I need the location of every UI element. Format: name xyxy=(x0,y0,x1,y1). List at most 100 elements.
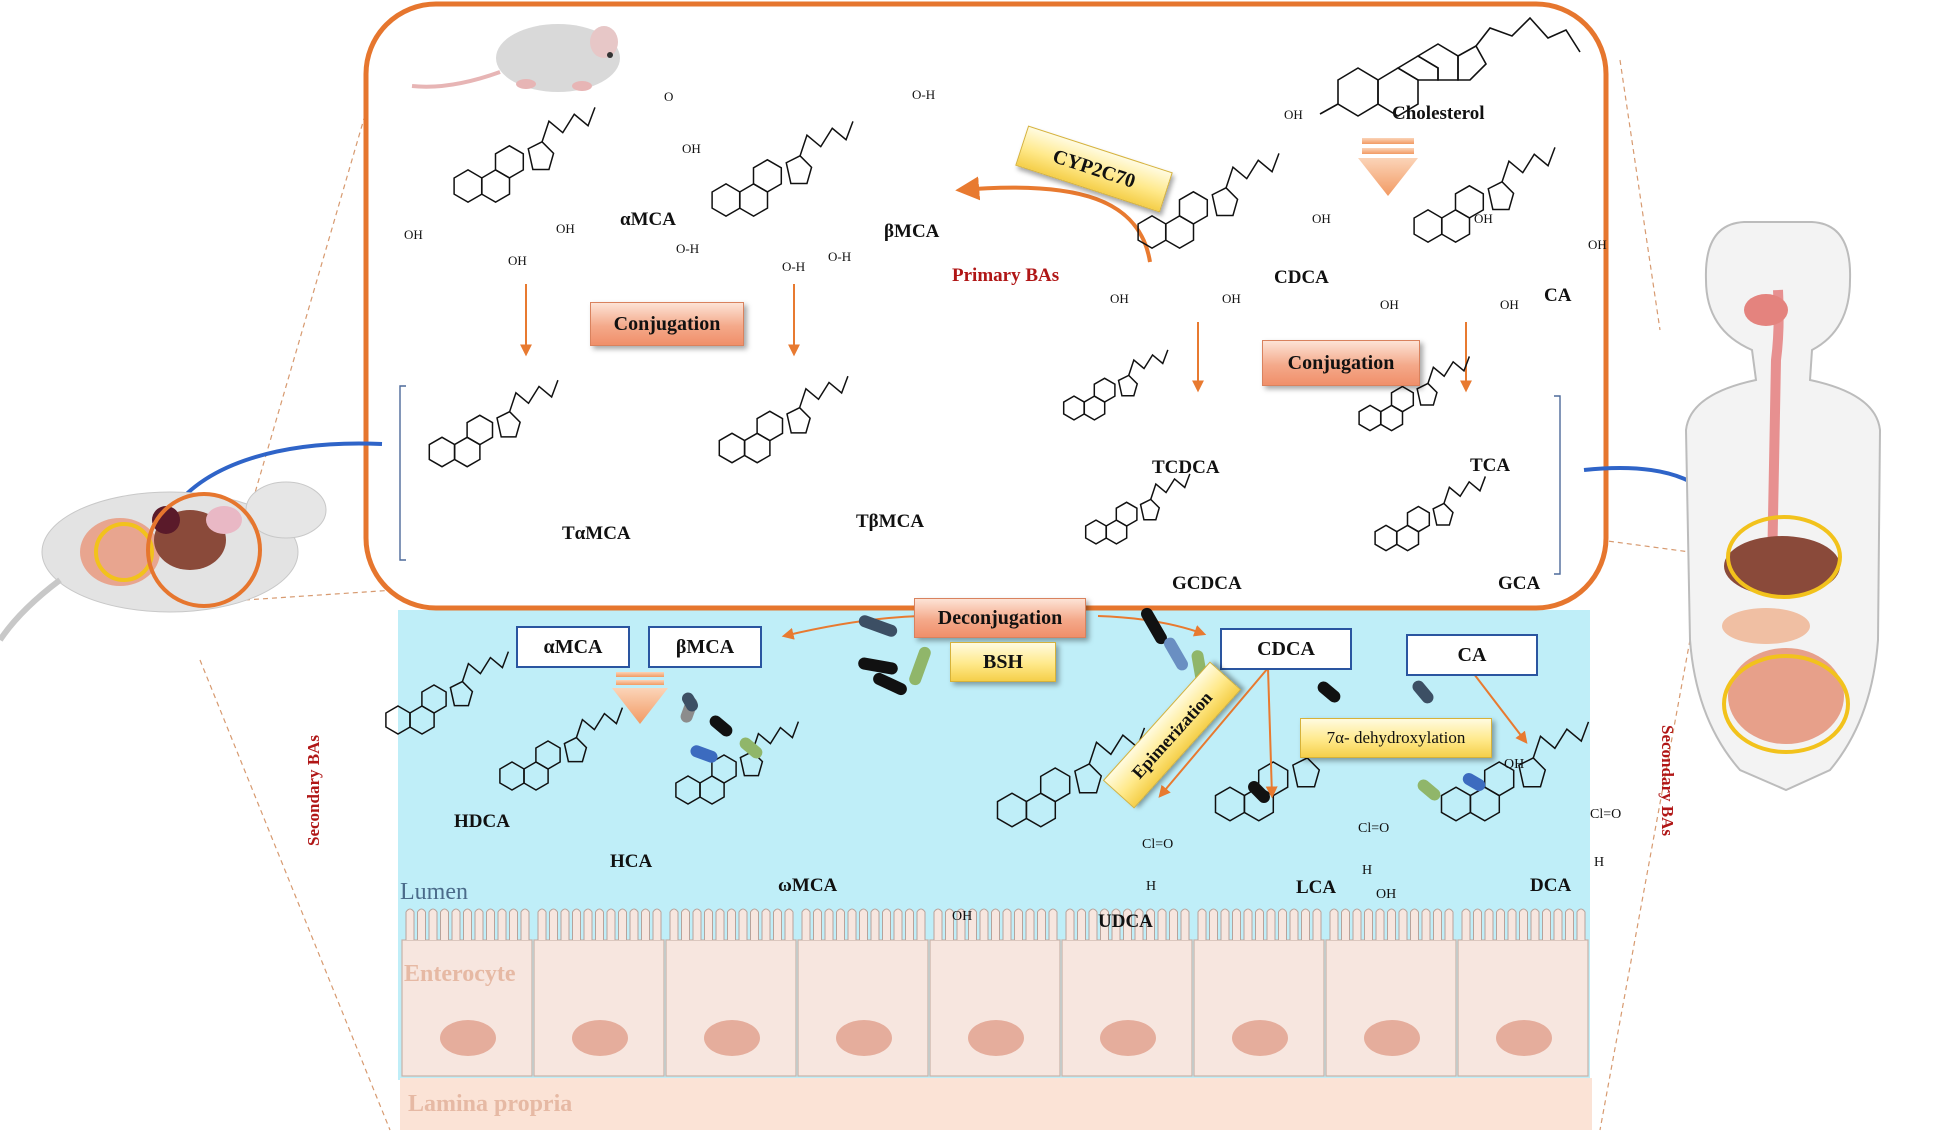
bacterium xyxy=(709,715,733,737)
udca-label: UDCA xyxy=(1098,911,1153,932)
steroid-ring-d xyxy=(527,140,555,171)
steroid-ring-d xyxy=(449,680,474,707)
biosynthesis-arrow xyxy=(1358,138,1418,196)
enterocyte-layer xyxy=(401,908,1589,1077)
steroid-side-chain xyxy=(575,707,624,738)
hca-label: HCA xyxy=(610,851,653,872)
steroid-side-chain xyxy=(508,379,559,412)
steroid-side-chain xyxy=(1150,473,1191,500)
atom-oh: OH xyxy=(508,253,527,268)
atom-oh: OH xyxy=(1380,297,1399,312)
atom-oh: OH xyxy=(1504,757,1525,772)
cyp-arrow xyxy=(955,176,1152,263)
bsh-enzyme-label: BSH xyxy=(950,642,1056,682)
bacterium xyxy=(1462,773,1486,791)
conjugation-label-left: Conjugation xyxy=(590,302,744,346)
microvilli xyxy=(669,908,794,940)
steroid-side-chain xyxy=(798,375,849,408)
lca-label: LCA xyxy=(1296,877,1337,898)
bacterium xyxy=(1417,779,1441,801)
atom-oh: O-H xyxy=(912,87,936,102)
ca-label: CA xyxy=(1544,285,1572,306)
steroid-ring-d xyxy=(1139,498,1161,521)
conjugation-label-right: Conjugation xyxy=(1262,340,1420,386)
deconjugation-label: Deconjugation xyxy=(914,598,1086,638)
steroid-ring-c xyxy=(494,144,525,179)
tcdca-label: TCDCA xyxy=(1152,457,1220,478)
microvilli xyxy=(405,908,530,940)
primary-bas-label: Primary BAs xyxy=(952,265,1060,286)
enterocyte-nucleus xyxy=(1232,1020,1288,1056)
bmca-label: βMCA xyxy=(884,221,940,242)
enterocyte-nucleus xyxy=(1100,1020,1156,1056)
mouse-icon xyxy=(411,24,620,92)
atom-co: Cl=O xyxy=(1590,807,1622,822)
atom-oh: OH xyxy=(556,221,575,236)
bacterium xyxy=(1412,680,1434,704)
atom-oh: OH xyxy=(1284,107,1303,122)
steroid-ring-c xyxy=(1454,184,1485,219)
atom-oh: OH xyxy=(1500,297,1519,312)
steroid-side-chain xyxy=(461,651,510,682)
enterocyte-nucleus xyxy=(1364,1020,1420,1056)
atom-oh: O-H xyxy=(676,241,700,256)
atom-oh: OH xyxy=(1222,291,1241,306)
steroid-ring-c xyxy=(1039,767,1071,803)
steroid-side-chain xyxy=(541,107,596,143)
atom-oh: O-H xyxy=(782,259,806,274)
steroid-side-chain xyxy=(1427,356,1471,384)
atom-h: H xyxy=(1594,855,1605,870)
atom-oh: OH xyxy=(1376,887,1397,902)
steroid-ring-d xyxy=(1518,757,1547,788)
amca-label: αMCA xyxy=(620,209,676,230)
enterocyte-nucleus xyxy=(704,1020,760,1056)
microvilli xyxy=(1065,908,1190,940)
enterocyte-nucleus xyxy=(836,1020,892,1056)
steroid-ring-c xyxy=(756,410,784,442)
atom-h: H xyxy=(1362,863,1373,878)
bacterium xyxy=(873,672,907,696)
microvilli xyxy=(537,908,662,940)
mouse-anatomy-illustration xyxy=(0,481,327,642)
atom-co: Cl=O xyxy=(1142,837,1174,852)
steroid-ring-d xyxy=(786,406,811,434)
steroid-ring-d xyxy=(1416,382,1438,406)
steroid-side-chain xyxy=(1128,349,1169,376)
tamca-label: TαMCA xyxy=(562,523,631,544)
bacterium xyxy=(858,657,898,675)
tbmca-label: TβMCA xyxy=(856,511,925,532)
atom-oh: OH xyxy=(1474,211,1493,226)
steroid-ring-d xyxy=(1117,374,1139,397)
tca-label: TCA xyxy=(1470,455,1511,476)
conversion-arrows xyxy=(1158,667,1528,799)
atom-oh: OH xyxy=(1312,211,1331,226)
microvilli xyxy=(1197,908,1322,940)
steroid-side-chain xyxy=(1501,147,1556,183)
cholesterol-label: Cholesterol xyxy=(1392,103,1485,124)
enterocyte-nucleus xyxy=(968,1020,1024,1056)
lumen-label: Lumen xyxy=(400,879,468,905)
atom-o: O xyxy=(664,89,674,104)
bacterium xyxy=(1317,681,1341,703)
bacterium xyxy=(1141,607,1167,645)
liver-frame xyxy=(363,1,1609,611)
enterocyte-nucleus xyxy=(572,1020,628,1056)
steroid-ring-c xyxy=(1115,501,1138,527)
steroid-ring-d xyxy=(1432,502,1454,526)
steroid-side-chain xyxy=(1443,476,1487,504)
microvilli xyxy=(801,908,926,940)
bacterium xyxy=(1164,637,1188,671)
human-anatomy-illustration xyxy=(1684,221,1882,792)
atom-oh: OH xyxy=(404,227,423,242)
secondary-bas-label-left: Secondary BAs xyxy=(303,735,323,846)
cholesterol-structure xyxy=(1319,16,1581,117)
microvilli xyxy=(1329,908,1454,940)
secondary-bas-label-right: Secondary BAs xyxy=(1657,725,1677,836)
bacterium xyxy=(682,692,698,712)
steroid-ring-d xyxy=(1074,763,1103,794)
steroid-ring-d xyxy=(1292,757,1321,788)
gcdca-label: GCDCA xyxy=(1172,573,1242,594)
lumen-ca-box: CA xyxy=(1406,634,1538,676)
atom-h: H xyxy=(1146,879,1157,894)
